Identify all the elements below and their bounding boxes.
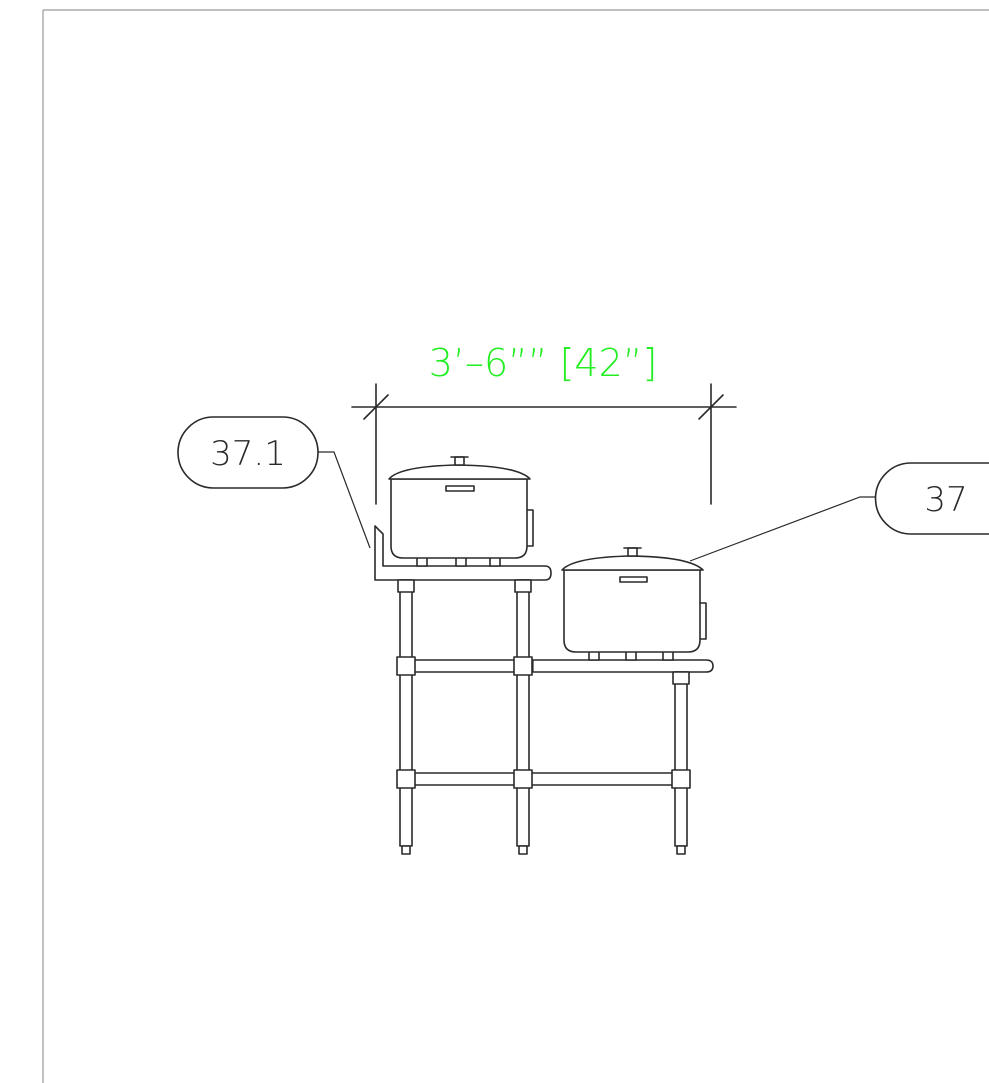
sheet-border [42,9,989,1083]
dimension-line [351,383,737,505]
rice-cooker-lower [561,547,707,661]
callout-tag-37[interactable]: 37 [874,462,989,535]
leader-line-37 [689,496,876,562]
callout-tag-37-1[interactable]: 37.1 [177,416,319,489]
rice-cooker-upper [388,456,534,567]
work-table [374,525,714,855]
leader-line-37-1 [318,451,371,549]
dimension-label: 3’–6”” [42”] [429,341,658,385]
callout-tag-37-1-label: 37.1 [210,434,286,474]
callout-tag-37-label: 37 [924,480,967,520]
